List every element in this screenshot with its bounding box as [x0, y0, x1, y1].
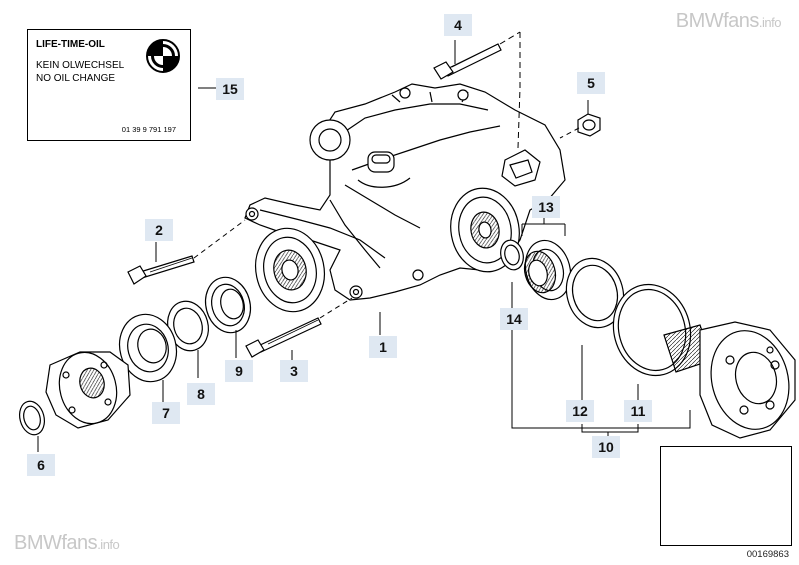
- differential-housing: [244, 83, 566, 313]
- bolt-3: [245, 297, 353, 358]
- bearing-13: [523, 239, 572, 301]
- flange-shaft-10: [663, 321, 796, 439]
- callout-6: 6: [27, 454, 55, 476]
- watermark-bottom-suffix: .info: [97, 537, 120, 552]
- watermark-top-brand: BMWfans: [675, 10, 760, 32]
- oil-label-line3: NO OIL CHANGE: [36, 73, 116, 84]
- callout-15: 15: [216, 78, 244, 100]
- nut-5: [559, 113, 601, 139]
- diagram-code: 00169863: [746, 549, 789, 560]
- callout-14: 14: [500, 308, 528, 330]
- watermark-top: BMWfans.info: [675, 10, 782, 33]
- vehicle-thumbnail-frame: 00169863: [660, 446, 792, 560]
- ring-14: [500, 239, 524, 271]
- watermark-bottom-brand: BMWfans: [14, 532, 98, 554]
- oil-label-line1: LIFE-TIME-OIL: [36, 39, 105, 50]
- oil-label-sticker: LIFE-TIME-OIL KEIN OLWECHSEL NO OIL CHAN…: [27, 29, 191, 141]
- callout-9: 9: [225, 360, 253, 382]
- callout-11: 11: [624, 400, 652, 422]
- callout-13: 13: [532, 196, 560, 218]
- watermark-bottom: BMWfans.info: [14, 532, 120, 555]
- watermark-top-suffix: .info: [758, 15, 782, 30]
- callout-3: 3: [280, 360, 308, 382]
- seal-12: [565, 257, 625, 329]
- leader-lines: [37, 40, 691, 452]
- callout-4: 4: [444, 14, 472, 36]
- callout-2: 2: [145, 219, 173, 241]
- callout-7: 7: [152, 402, 180, 424]
- callout-12: 12: [566, 400, 594, 422]
- oil-label-part-number: 01 39 9 791 197: [121, 125, 176, 134]
- oil-label-line2: KEIN OLWECHSEL: [36, 60, 125, 71]
- callout-8: 8: [187, 383, 215, 405]
- bmw-roundel-icon: [146, 39, 180, 73]
- dust-shield-7: [118, 313, 178, 383]
- bolt-2: [127, 219, 246, 285]
- leader-4: [499, 31, 521, 88]
- callout-1: 1: [369, 336, 397, 358]
- bolt-4: [433, 43, 502, 80]
- seal-9: [204, 276, 252, 334]
- callout-5: 5: [577, 72, 605, 94]
- output-flange-6: [19, 351, 131, 436]
- callout-10: 10: [592, 436, 620, 458]
